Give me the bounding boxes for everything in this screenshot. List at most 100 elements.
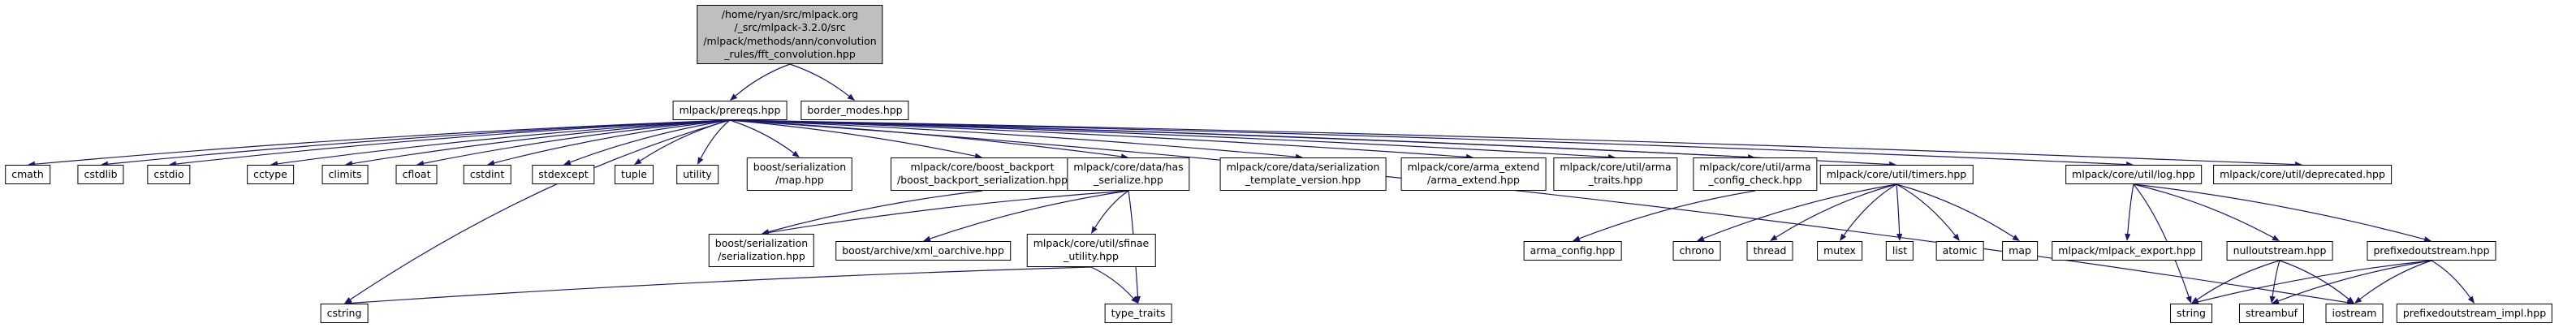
include-edge xyxy=(2359,260,2432,300)
graph-node-cstdlib: cstdlib xyxy=(77,165,124,185)
edge-arrowhead-icon xyxy=(1134,295,1141,304)
edge-arrowhead-icon xyxy=(2346,296,2354,304)
include-edge xyxy=(2279,260,2349,300)
include-edge xyxy=(930,190,1129,239)
include-edge xyxy=(1896,183,1901,235)
include-edge xyxy=(1896,183,1956,236)
graph-node-mlpack-export-hpp[interactable]: mlpack/mlpack_export.hpp xyxy=(2052,241,2203,261)
include-edge xyxy=(729,119,795,154)
include-edge xyxy=(729,119,1297,157)
graph-node-mlpack-prereqs-hpp[interactable]: mlpack/prereqs.hpp xyxy=(672,101,787,121)
edge-arrowhead-icon xyxy=(2272,235,2280,241)
graph-node-thread: thread xyxy=(1746,241,1793,261)
graph-node-cstdint: cstdint xyxy=(463,165,511,185)
graph-node-has-serialize-hpp[interactable]: mlpack/core/data/has _serialize.hpp xyxy=(1067,157,1190,191)
edge-arrowhead-icon xyxy=(2269,295,2276,304)
graph-node-cmath: cmath xyxy=(5,165,50,185)
edge-arrowhead-icon xyxy=(2012,235,2020,241)
include-edge xyxy=(350,119,731,300)
graph-node-nulloutstream-hpp[interactable]: nulloutstream.hpp xyxy=(2226,241,2333,261)
graph-node-log-hpp[interactable]: mlpack/core/util/log.hpp xyxy=(2065,165,2202,185)
graph-node-arma-config-check-hpp[interactable]: mlpack/core/util/arma _config_check.hpp xyxy=(1693,157,1818,191)
edge-arrowhead-icon xyxy=(1697,235,1705,242)
include-edge xyxy=(2198,260,2432,303)
include-edge xyxy=(729,119,1122,157)
graph-node-arma-traits-hpp[interactable]: mlpack/core/util/arma _traits.hpp xyxy=(1553,157,1678,191)
edge-arrowhead-icon xyxy=(1840,233,1847,241)
include-edge xyxy=(1579,190,1756,239)
graph-node-cfloat: cfloat xyxy=(395,165,438,185)
include-edge xyxy=(700,119,731,159)
include-edge xyxy=(175,119,731,165)
include-edge xyxy=(768,190,983,233)
graph-node-serialization-template-version-hpp[interactable]: mlpack/core/data/serialization _template… xyxy=(1219,157,1387,191)
graph-node-prefixedoutstream-hpp[interactable]: prefixedoutstream.hpp xyxy=(2367,241,2496,261)
edge-arrowhead-icon xyxy=(1896,233,1903,241)
graph-node-climits: climits xyxy=(321,165,369,185)
edge-arrowhead-icon xyxy=(1770,235,1778,241)
graph-node-border-modes-hpp[interactable]: border_modes.hpp xyxy=(800,101,909,121)
include-edge xyxy=(1843,183,1897,236)
edge-arrowhead-icon xyxy=(1131,295,1138,304)
edge-arrowhead-icon xyxy=(2354,296,2362,304)
include-edge xyxy=(2272,260,2280,297)
include-edge xyxy=(768,190,1129,234)
edge-arrowhead-icon xyxy=(634,158,642,165)
graph-node-sfinae-utility-hpp[interactable]: mlpack/core/util/sfinae _utility.hpp xyxy=(1026,234,1156,267)
include-edge xyxy=(2133,183,2274,239)
include-edge xyxy=(1090,266,1134,299)
graph-node-stdexcept: stdexcept xyxy=(532,165,595,185)
graph-node-boost-backport-serialization-hpp[interactable]: mlpack/core/boost_backport /boost_backpo… xyxy=(890,157,1075,191)
include-edge xyxy=(729,119,976,157)
include-edge xyxy=(423,119,731,164)
graph-node-arma-extend-hpp[interactable]: mlpack/core/arma_extend /arma_extend.hpp xyxy=(1400,157,1547,191)
include-edge xyxy=(729,119,1609,158)
include-edge xyxy=(789,63,850,97)
include-edge xyxy=(351,266,1092,304)
edge-arrowhead-icon xyxy=(697,157,704,165)
graph-node-fft-convolution-hpp: /home/ryan/src/mlpack.org /_src/mlpack-3… xyxy=(697,5,883,64)
graph-node-type-traits: type_traits xyxy=(1104,304,1172,324)
include-edge xyxy=(2431,260,2471,299)
graph-node-cctype: cctype xyxy=(247,165,294,185)
graph-node-prefixedoutstream-impl-hpp[interactable]: prefixedoutstream_impl.hpp xyxy=(2396,304,2553,324)
include-edge xyxy=(729,119,1749,158)
graph-node-string: string xyxy=(2170,304,2212,324)
edge-arrowhead-icon xyxy=(1091,226,1098,234)
graph-node-list: list xyxy=(1885,241,1914,261)
include-edge xyxy=(34,119,731,165)
include-edge xyxy=(729,119,1467,157)
include-edge xyxy=(1776,183,1897,238)
edge-arrowhead-icon xyxy=(2191,296,2199,304)
include-edge xyxy=(2133,183,2425,240)
edge-arrowhead-icon xyxy=(847,93,855,101)
include-edge xyxy=(1094,190,1129,228)
include-edge xyxy=(2197,260,2280,300)
include-edge xyxy=(640,119,731,162)
include-edge xyxy=(107,119,731,165)
edge-arrowhead-icon xyxy=(344,297,352,304)
graph-node-map: map xyxy=(2002,241,2038,261)
graph-node-deprecated-hpp[interactable]: mlpack/core/util/deprecated.hpp xyxy=(2213,165,2392,185)
graph-node-timers-hpp[interactable]: mlpack/core/util/timers.hpp xyxy=(1819,165,1974,185)
graph-node-cstring: cstring xyxy=(320,304,369,324)
include-edge xyxy=(1896,183,2014,238)
include-edge xyxy=(2278,260,2432,302)
edge-arrowhead-icon xyxy=(2186,295,2192,304)
include-edge xyxy=(1703,183,1897,239)
include-edge xyxy=(570,119,731,163)
edge-arrowhead-icon xyxy=(730,93,738,101)
graph-node-tuple: tuple xyxy=(615,165,654,185)
include-edge xyxy=(494,119,731,164)
edge-arrowhead-icon xyxy=(1952,233,1960,241)
graph-node-utility: utility xyxy=(676,165,718,185)
graph-node-iostream: iostream xyxy=(2325,304,2384,324)
include-edge xyxy=(352,119,731,165)
graph-node-arma-config-hpp[interactable]: arma_config.hpp xyxy=(1523,241,1622,261)
graph-node-streambuf: streambuf xyxy=(2238,304,2305,324)
include-edge xyxy=(2127,183,2134,235)
include-edge xyxy=(277,119,731,165)
graph-node-atomic: atomic xyxy=(1935,241,1984,261)
edge-arrowhead-icon xyxy=(2125,233,2131,241)
